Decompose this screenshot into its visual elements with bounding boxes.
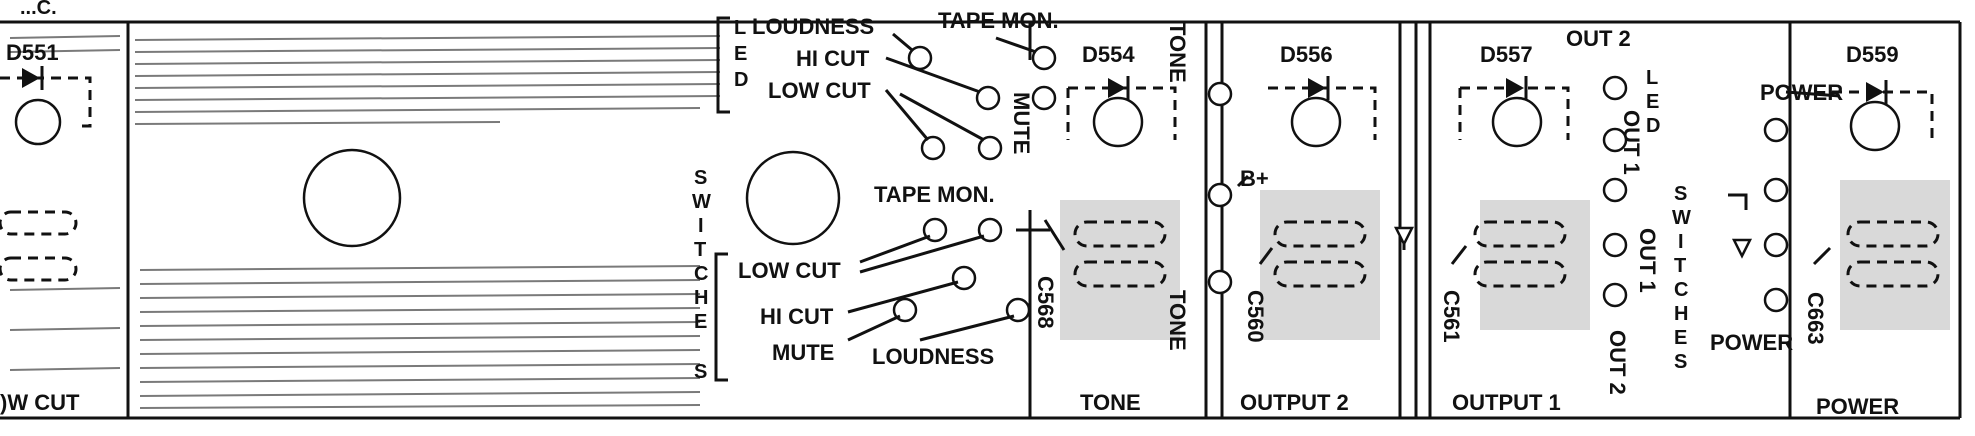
led-hi-cut-label: HI CUT [796,46,870,71]
led-letters-left: L E D [734,17,748,91]
d557-label: D557 [1480,42,1533,67]
power-bottom-left-label: POWER [1710,330,1793,355]
led-loudness-label: LOUDNESS [752,14,874,39]
diode-symbols [22,66,1888,104]
tone-vertical-top-label: TONE [1165,22,1190,83]
c663-label: C663 [1803,292,1828,345]
sw-letter-right-1: S [1674,183,1687,205]
sw-letter-right-2: W [1672,207,1691,229]
d559-label: D559 [1846,42,1899,67]
sw-letter-left-5: C [694,263,708,285]
sw-letter-left-3: I [698,215,704,237]
d554-label: D554 [1082,42,1135,67]
led-dashed-outlines [0,76,1934,142]
sw-letter-right-5: C [1674,279,1688,301]
sw-letter-left-7: E [694,311,707,333]
c561-label: C561 [1439,290,1464,343]
leader-lines [847,32,1841,342]
switches-letters-right: S W I T C H E S [1672,183,1691,373]
d556-label: D556 [1280,42,1333,67]
shaded-areas [1060,180,1950,340]
out1-vertical-b-label: OUT 1 [1635,228,1660,293]
sw-low-cut-label: LOW CUT [738,258,841,283]
low-cut-partial-label: )W CUT [0,390,80,415]
switches-letters-left: S W I T C H E S [692,167,711,383]
sw-letter-right-8: S [1674,351,1687,373]
led-circles [14,96,1901,152]
led-letter-right-1: L [1646,67,1658,89]
sw-letter-right-4: T [1674,255,1686,277]
sw-hi-cut-label: HI CUT [760,304,834,329]
led-letter-left-2: E [734,43,747,65]
out2-top-label: OUT 2 [1566,26,1631,51]
sw-letter-right-3: I [1678,231,1684,253]
sw-letter-left-8: S [694,361,707,383]
sw-letter-left-6: H [694,287,708,309]
out1-vertical-a-label: OUT 1 [1619,110,1644,175]
labels: ...C. D551 D554 D556 D557 D559 OUT 2 )W … [0,0,1899,419]
hole-left [302,148,402,248]
footer-output2-label: OUTPUT 2 [1240,390,1349,415]
led-letter-right-2: E [1646,91,1659,113]
c560-label: C560 [1243,290,1268,343]
mute-vertical-label: MUTE [1009,92,1034,154]
c568-label: C568 [1033,276,1058,329]
sw-letter-right-6: H [1674,303,1688,325]
top-left-partial-label: ...C. [20,0,57,19]
led-low-cut-label: LOW CUT [768,78,871,103]
panel-frame [0,20,1962,420]
footer-power-label: POWER [1816,394,1899,419]
out2-vertical-label: OUT 2 [1605,330,1630,395]
sw-loudness-label: LOUDNESS [872,344,994,369]
pads [892,45,1789,323]
footer-tone-label: TONE [1080,390,1141,415]
tape-mon-label: TAPE MON. [874,182,995,207]
hole-right [745,150,841,246]
tone-vertical-bottom-label: TONE [1165,290,1190,351]
sw-letter-left-1: S [694,167,707,189]
capacitor-symbols [0,210,1940,288]
footer-output1-label: OUTPUT 1 [1452,390,1561,415]
hatch-texture [9,35,721,409]
led-letter-left-3: D [734,69,748,91]
sw-letter-left-4: T [694,239,706,261]
led-letter-right-3: D [1646,115,1660,137]
b-plus-label: B+ [1240,166,1269,191]
sw-letter-left-2: W [692,191,711,213]
ground-arrows [1393,226,1753,259]
sw-letter-right-7: E [1674,327,1687,349]
led-tape-mon-label: TAPE MON. [938,8,1059,33]
d551-label: D551 [6,40,59,65]
led-letters-right: L E D [1646,67,1660,137]
brackets [714,16,730,382]
sw-mute-label: MUTE [772,340,834,365]
led-letter-left-1: L [734,17,746,39]
power-top-label: POWER [1760,80,1843,105]
